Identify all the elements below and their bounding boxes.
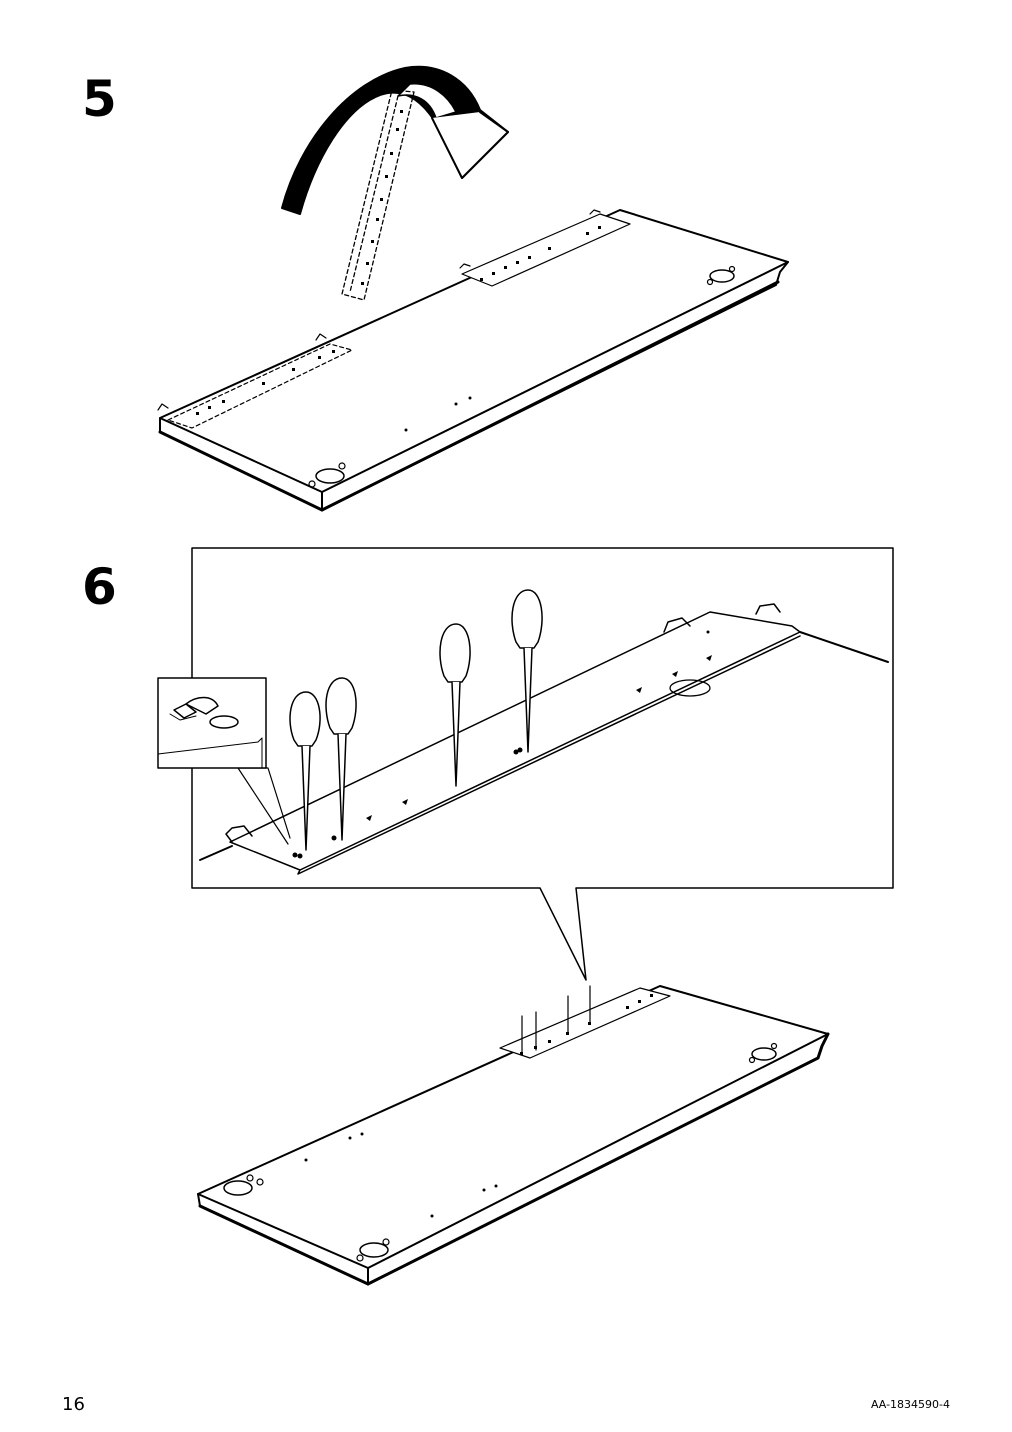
curved-arrow-icon: [281, 65, 509, 215]
rail-holes-ghost: [361, 110, 403, 285]
panel-step-6-markings: [304, 994, 653, 1218]
rail-zoomed: [225, 603, 801, 875]
awl-tool-icon: [511, 589, 543, 753]
rail-dashed-ghost: [341, 89, 415, 301]
awl-tool-icon: [439, 623, 471, 787]
step-5-illustration: [157, 65, 789, 512]
step-5-number: 5: [82, 70, 117, 128]
page-number: 16: [62, 1394, 85, 1415]
magnify-detail-icon: [157, 677, 291, 845]
step-6-illustration: [157, 547, 894, 1286]
awl-tool-icon: [325, 677, 357, 841]
rail-zoomed-marks: [292, 630, 712, 859]
panel-step-5-markings: [196, 226, 601, 432]
step-6-number: 6: [82, 558, 117, 616]
awl-tool-icon: [289, 691, 321, 851]
panel-step-5: [157, 209, 789, 512]
panel-step-6: [197, 985, 830, 1286]
document-code: AA-1834590-4: [870, 1398, 950, 1411]
